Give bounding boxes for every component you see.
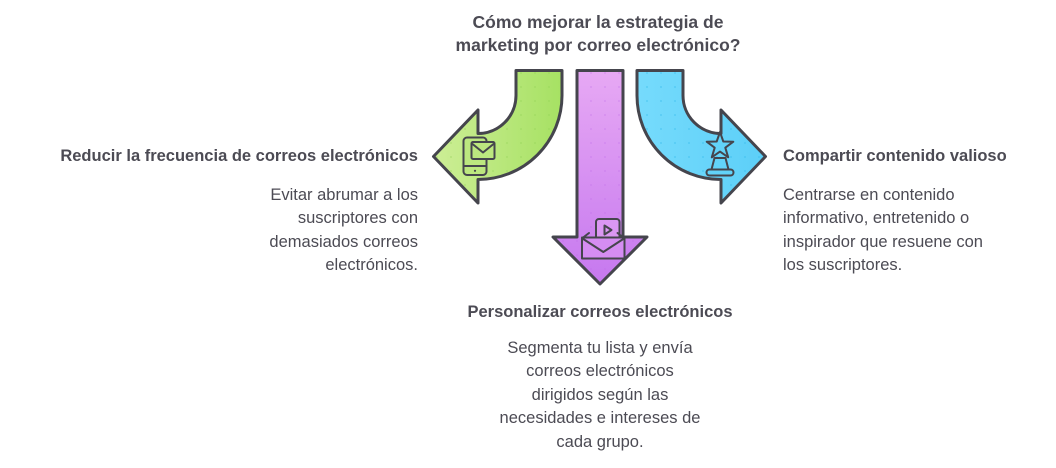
star-trophy-icon: [705, 131, 735, 177]
center-branch-description: Segmenta tu lista y envía correos electr…: [499, 339, 701, 451]
arrow-left-green: [432, 69, 564, 205]
video-email-icon: [581, 218, 626, 260]
center-branch-heading: Personalizar correos electrónicos: [467, 303, 733, 321]
phone-email-icon: [462, 136, 496, 176]
left-branch-description: Evitar abrumar a los suscriptores con de…: [269, 186, 418, 275]
right-branch-description: Centrarse en contenido informativo, entr…: [783, 186, 983, 275]
right-branch-heading: Compartir contenido valioso: [783, 147, 1007, 165]
page-title: Cómo mejorar la estrategia de marketing …: [455, 12, 741, 55]
left-branch-heading: Reducir la frecuencia de correos electró…: [60, 147, 418, 165]
arrow-right-blue: [635, 69, 767, 205]
